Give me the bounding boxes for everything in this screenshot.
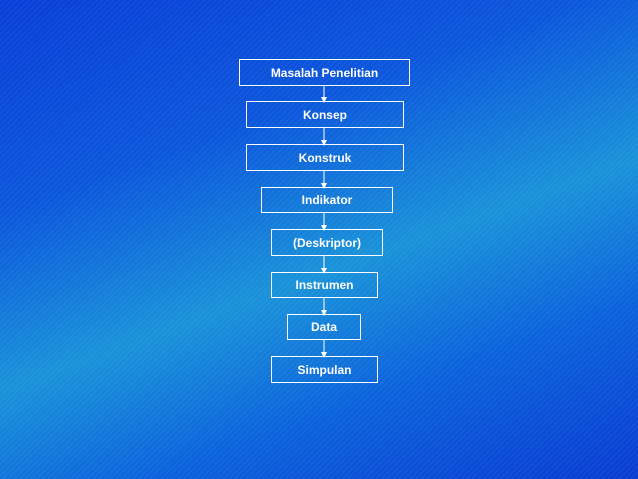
step-konsep: Konsep (246, 101, 404, 128)
step-konstruk: Konstruk (246, 144, 404, 171)
step-label: Simpulan (297, 362, 352, 377)
step-instrumen: Instrumen (271, 272, 378, 298)
step-label: Indikator (301, 193, 353, 207)
step-deskriptor: (Deskriptor) (271, 229, 383, 256)
step-label: Data (310, 320, 337, 334)
step-label: Masalah Penelitian (270, 65, 379, 80)
step-simpulan: Simpulan (271, 356, 378, 383)
step-label: Instrumen (295, 278, 354, 292)
step-indikator: Indikator (261, 187, 393, 213)
step-label: Konstruk (298, 150, 352, 165)
step-label: Konsep (302, 107, 347, 122)
step-data: Data (287, 314, 361, 340)
step-label: (Deskriptor) (292, 235, 361, 250)
step-masalah-penelitian: Masalah Penelitian (239, 59, 410, 86)
